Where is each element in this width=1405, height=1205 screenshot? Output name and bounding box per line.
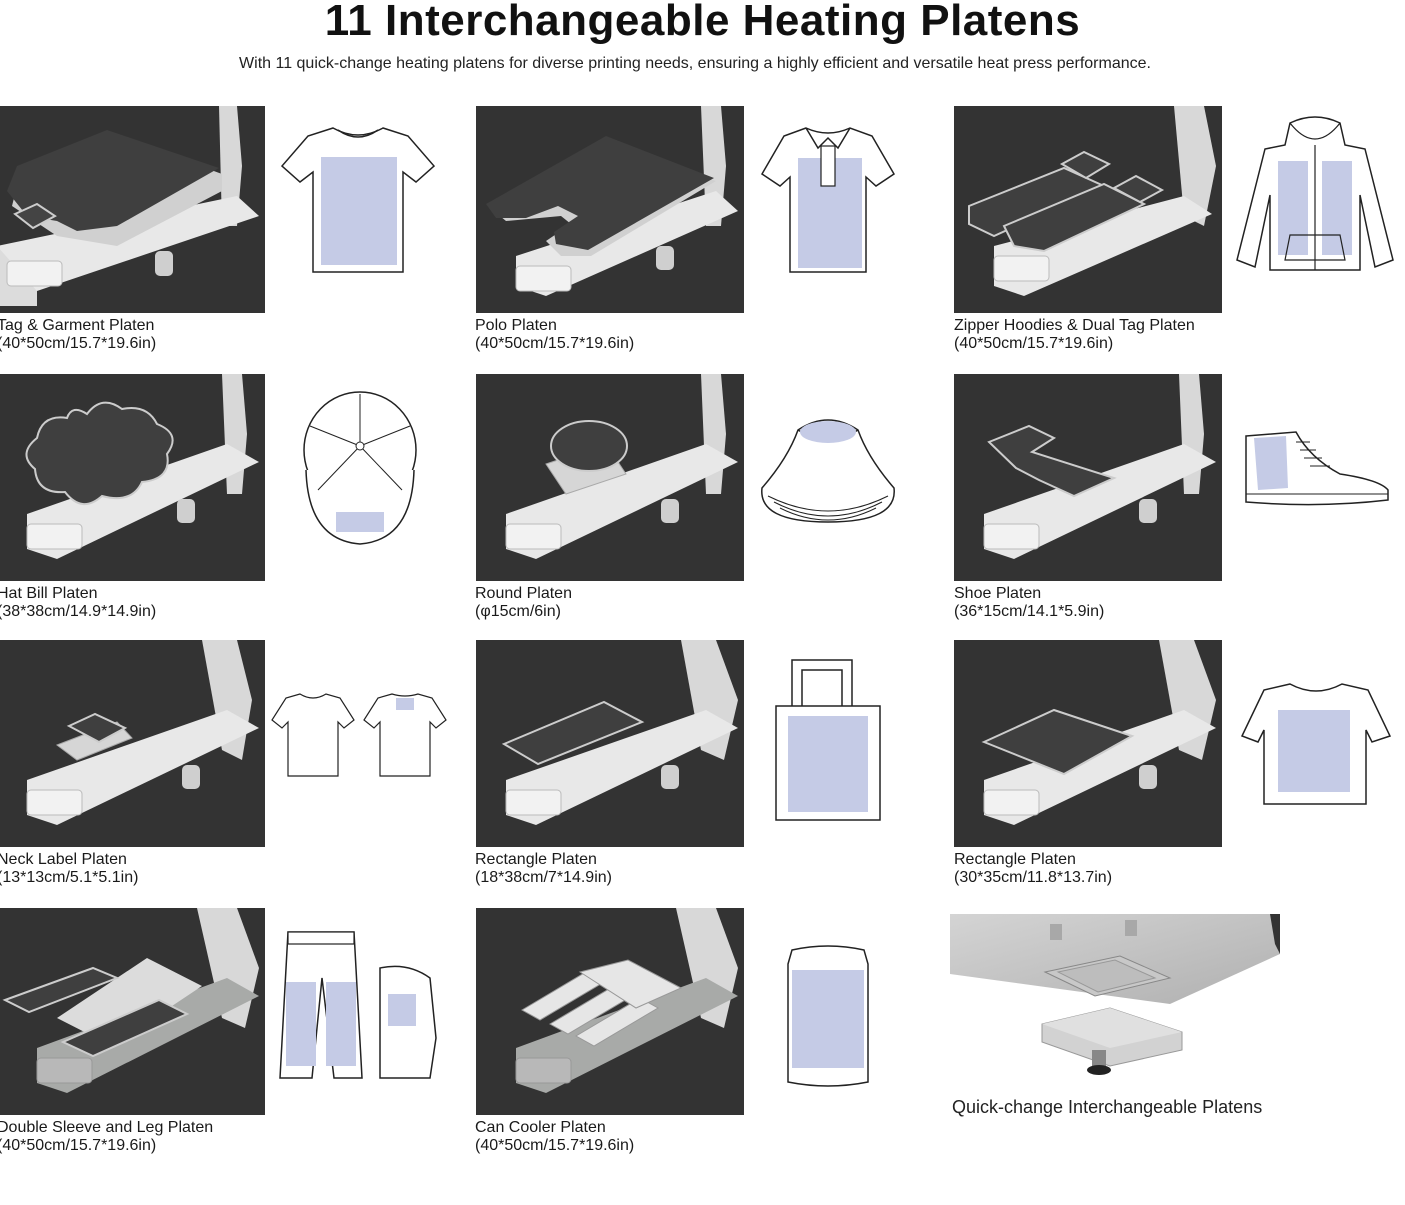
- page-title: 11 Interchangeable Heating Platens: [324, 0, 1081, 45]
- polo-platen-photo: [476, 106, 744, 313]
- platen-name: Shoe Platen: [954, 585, 1042, 602]
- platen-mount-icon: [950, 914, 1280, 1084]
- platen-name: Zipper Hoodies & Dual Tag Platen: [954, 317, 1195, 334]
- polo-shirt-icon: [760, 127, 896, 273]
- platen-name: Round Platen: [475, 585, 572, 602]
- quick-change-caption: Quick-change Interchangeable Platens: [952, 1097, 1263, 1117]
- platen-size: (13*13cm/5.1*5.1in): [0, 869, 139, 886]
- platen-size: (40*50cm/15.7*19.6in): [954, 335, 1114, 352]
- hat-bill-platen-photo: [0, 374, 265, 581]
- kids-t-shirt-icon: [1240, 683, 1392, 805]
- neck-label-platen-photo: [0, 640, 265, 847]
- shoe-platen-photo: [954, 374, 1222, 581]
- zipper-hoodie-platen-photo: [954, 106, 1222, 313]
- round-platen-photo: [476, 374, 744, 581]
- page-subtitle: With 11 quick-change heating platens for…: [239, 55, 1151, 72]
- platen-name: Rectangle Platen: [954, 851, 1076, 868]
- platen-name: Hat Bill Platen: [0, 585, 98, 602]
- platen-size: (38*38cm/14.9*14.9in): [0, 603, 157, 620]
- platen-size: (40*50cm/15.7*19.6in): [475, 335, 635, 352]
- can-cooler-icon: [787, 945, 869, 1087]
- platen-size: (φ15cm/6in): [475, 603, 561, 620]
- tote-bag-icon: [775, 659, 881, 821]
- platen-size: (40*50cm/15.7*19.6in): [0, 1137, 157, 1154]
- platen-size: (30*35cm/11.8*13.7in): [954, 869, 1113, 886]
- platen-size: (40*50cm/15.7*19.6in): [475, 1137, 635, 1154]
- hoodie-icon: [1236, 116, 1394, 271]
- baseball-cap-icon: [303, 391, 417, 545]
- sneaker-icon: [1245, 431, 1389, 506]
- platen-size: (36*15cm/14.1*5.9in): [954, 603, 1105, 620]
- platen-name: Rectangle Platen: [475, 851, 597, 868]
- double-sleeve-leg-platen-photo: [0, 908, 265, 1115]
- rectangle-platen-large-photo: [954, 640, 1222, 847]
- can-cooler-platen-photo: [476, 908, 744, 1115]
- pants-and-sleeve-icon: [279, 931, 437, 1079]
- platen-name: Polo Platen: [475, 317, 557, 334]
- platen-name: Neck Label Platen: [0, 851, 127, 868]
- rectangle-platen-photo: [476, 640, 744, 847]
- platen-name: Double Sleeve and Leg Platen: [0, 1119, 214, 1136]
- platen-size: (18*38cm/7*14.9in): [475, 869, 612, 886]
- tag-garment-platen-photo: [0, 106, 265, 313]
- t-shirt-icon: [280, 127, 436, 273]
- t-shirt-front-back-icon: [271, 693, 447, 777]
- platen-size: (40*50cm/15.7*19.6in): [0, 335, 157, 352]
- platen-name: Tag & Garment Platen: [0, 317, 155, 334]
- bucket-hat-icon: [761, 419, 895, 523]
- platen-name: Can Cooler Platen: [475, 1119, 606, 1136]
